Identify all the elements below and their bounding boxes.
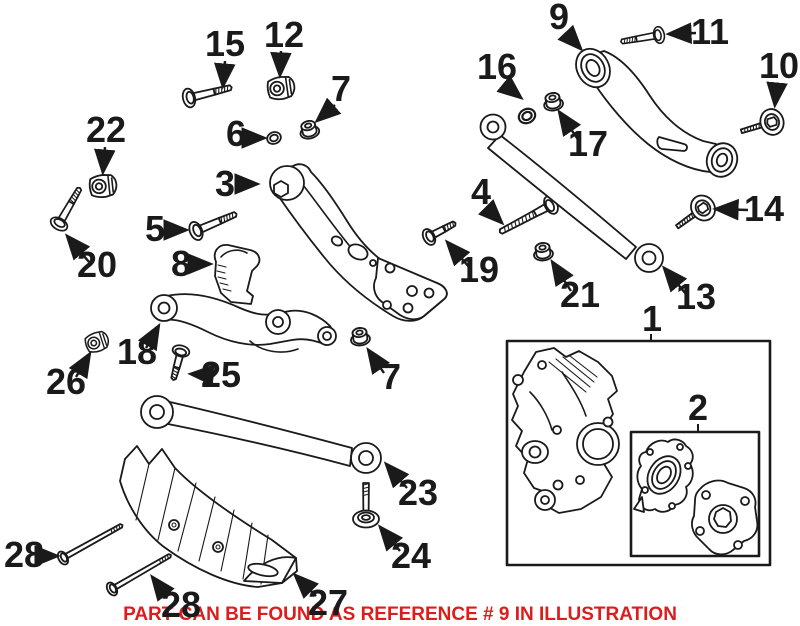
svg-text:1: 1 (642, 298, 662, 339)
svg-text:19: 19 (459, 249, 499, 290)
bolt-20 (47, 182, 89, 235)
part-tie-rod-13 (479, 113, 664, 273)
svg-text:16: 16 (477, 46, 517, 87)
svg-text:12: 12 (264, 14, 304, 55)
svg-text:7: 7 (381, 356, 401, 397)
callout-7-lower: 7 (366, 347, 401, 397)
bolt-25 (164, 342, 192, 384)
bolt-4 (494, 192, 562, 242)
part-upper-control-arm-3 (269, 163, 448, 322)
callout-2: 2 (688, 387, 708, 431)
nut-26 (82, 328, 112, 356)
part-lower-arm-23 (140, 395, 382, 474)
callout-26: 26 (46, 350, 92, 402)
part-camber-arm-18 (150, 293, 337, 353)
part-bracket-8 (213, 244, 261, 305)
callout-8: 8 (171, 243, 214, 284)
part-steering-knuckle (511, 347, 620, 514)
nut-12 (265, 74, 297, 102)
bolt-28-upper (54, 518, 127, 568)
part-gasket (633, 438, 694, 513)
callout-12: 12 (264, 14, 304, 79)
callout-21: 21 (550, 258, 600, 315)
part-wheel-hub (691, 479, 759, 556)
nut-7-upper (296, 118, 322, 142)
svg-text:27: 27 (308, 582, 348, 623)
svg-text:28: 28 (161, 584, 201, 625)
svg-text:2: 2 (688, 387, 708, 428)
bolt-14 (668, 189, 721, 239)
svg-text:4: 4 (471, 171, 491, 212)
callout-20: 20 (64, 233, 117, 285)
callout-28-lower: 28 (150, 574, 201, 625)
callout-23: 23 (383, 461, 438, 513)
svg-text:22: 22 (86, 109, 126, 150)
callout-11: 11 (665, 11, 729, 52)
svg-text:26: 26 (46, 361, 86, 402)
svg-text:14: 14 (744, 188, 784, 229)
svg-text:6: 6 (226, 113, 246, 154)
washer-6 (264, 129, 284, 147)
callout-16: 16 (477, 46, 524, 101)
bolt-5 (185, 204, 242, 243)
callout-27: 27 (292, 572, 348, 623)
part-skid-plate-27 (119, 445, 298, 588)
svg-text:17: 17 (568, 123, 608, 164)
svg-text:9: 9 (549, 0, 569, 37)
svg-text:7: 7 (331, 68, 351, 109)
bolt-24 (352, 482, 380, 529)
callout-10: 10 (759, 45, 799, 109)
callout-1: 1 (642, 298, 662, 341)
nut-21 (531, 240, 555, 263)
callout-13: 13 (661, 265, 716, 317)
svg-text:15: 15 (205, 23, 245, 64)
svg-text:8: 8 (171, 243, 191, 284)
svg-text:21: 21 (560, 274, 600, 315)
callout-17: 17 (557, 109, 608, 164)
callout-28-upper: 28 (4, 534, 61, 575)
part-guide-arm-9 (575, 47, 739, 178)
callout-25: 25 (187, 354, 241, 395)
callout-22: 22 (86, 109, 126, 176)
bolt-19 (419, 214, 461, 248)
callout-15: 15 (205, 23, 245, 90)
caption-text: PART CAN BE FOUND AS REFERENCE # 9 IN IL… (123, 604, 677, 625)
svg-text:5: 5 (145, 208, 165, 249)
bolt-11 (618, 25, 667, 51)
svg-text:11: 11 (691, 11, 729, 52)
nut-22 (87, 172, 119, 200)
callout-6: 6 (226, 113, 268, 154)
callout-7-upper: 7 (314, 68, 351, 124)
nut-7-lower (348, 325, 372, 348)
callout-9: 9 (549, 0, 584, 52)
svg-text:20: 20 (77, 244, 117, 285)
svg-text:10: 10 (759, 45, 799, 86)
callout-3: 3 (215, 163, 261, 204)
callout-19: 19 (444, 239, 499, 290)
svg-text:13: 13 (676, 276, 716, 317)
svg-text:3: 3 (215, 163, 235, 204)
callout-18: 18 (117, 322, 161, 372)
washer-16 (515, 105, 539, 127)
callout-14: 14 (712, 188, 784, 229)
nut-17 (541, 90, 565, 113)
callout-5: 5 (145, 208, 190, 249)
bolt-10 (736, 105, 788, 145)
svg-text:28: 28 (4, 534, 44, 575)
svg-text:23: 23 (398, 472, 438, 513)
svg-text:24: 24 (391, 535, 431, 576)
callout-4: 4 (471, 171, 505, 226)
callout-24: 24 (377, 524, 431, 576)
bolt-15 (179, 77, 235, 110)
